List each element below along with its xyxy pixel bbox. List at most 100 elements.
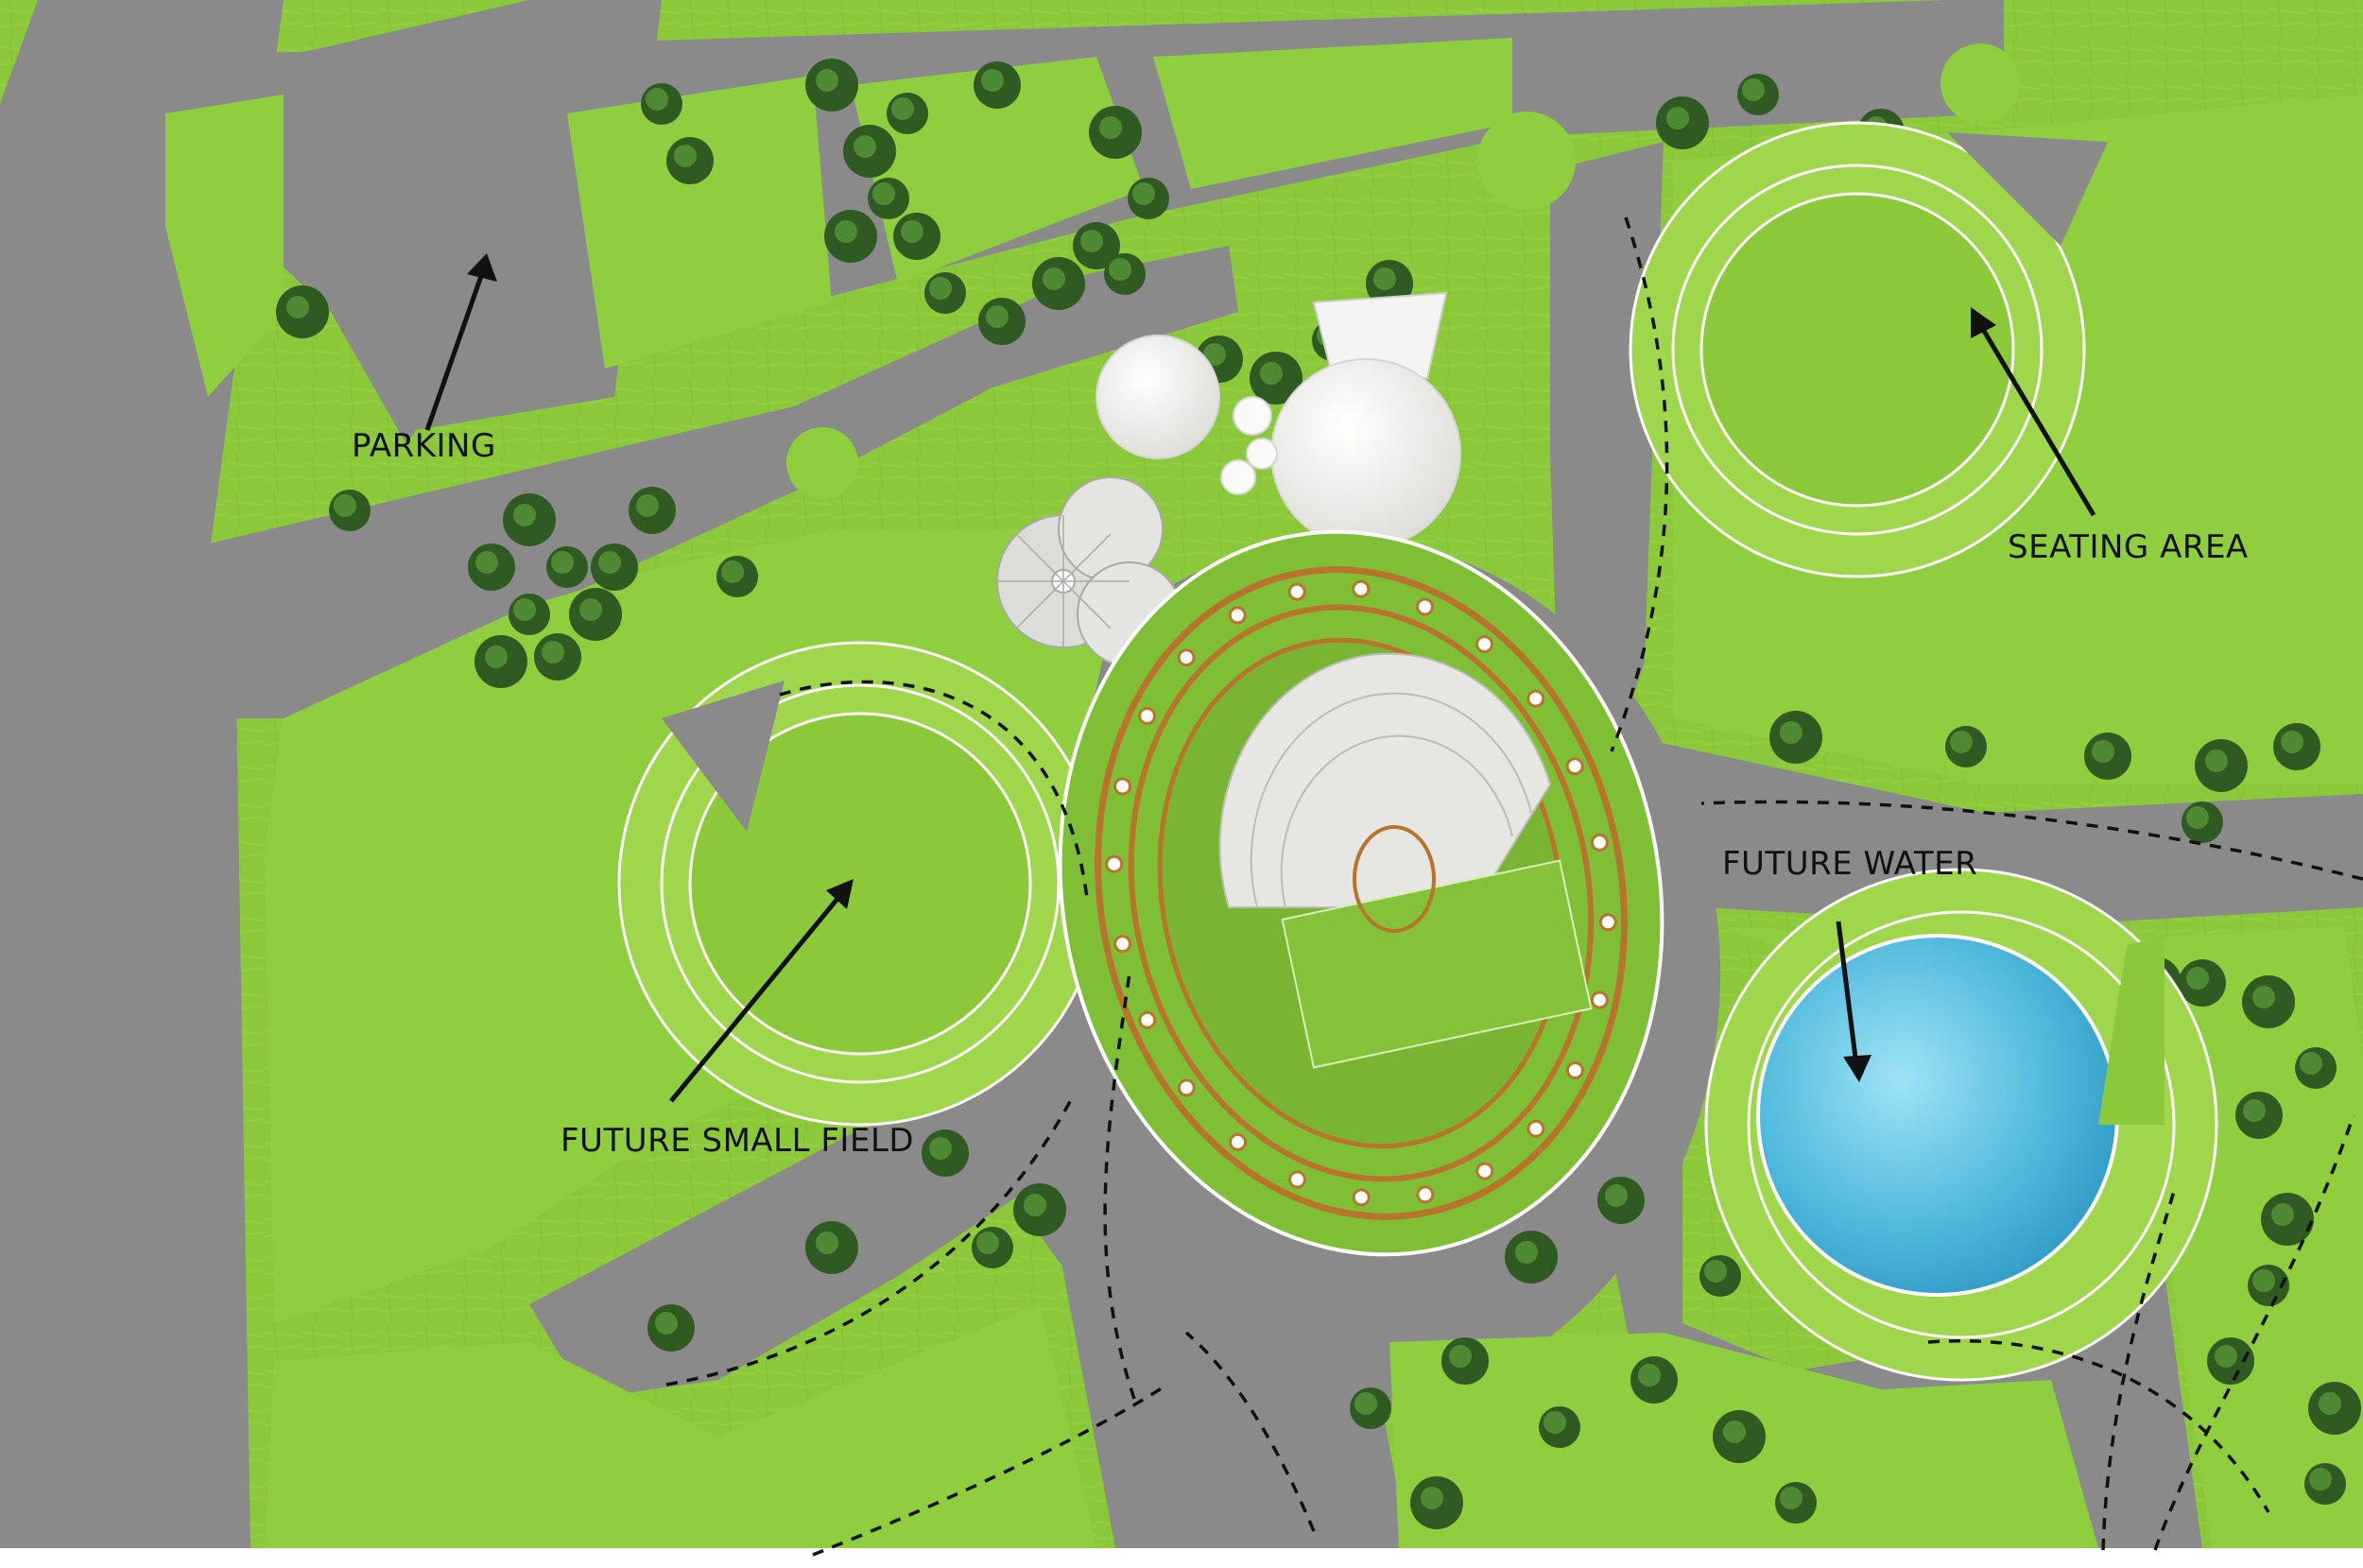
- tree-highlight: [1515, 1241, 1538, 1264]
- tree-highlight: [2300, 1052, 2322, 1075]
- dome-small-3: [1220, 459, 1256, 495]
- grass-block-n3: [1153, 38, 1512, 189]
- stadium-post: [1352, 579, 1371, 598]
- stadium-post: [1475, 635, 1493, 654]
- grass-block-sw: [265, 1304, 1096, 1548]
- path-parking-to-field: [779, 680, 1089, 899]
- stadium-post: [1287, 582, 1306, 601]
- tree-highlight: [1666, 107, 1689, 129]
- dome-small-2: [1246, 438, 1278, 470]
- tree-highlight: [334, 494, 356, 517]
- label-future-small-field: FUTURE SMALL FIELD: [561, 1122, 914, 1160]
- tree-highlight: [646, 88, 668, 111]
- tree-highlight: [2271, 1203, 2294, 1226]
- water-pool: [1756, 934, 2119, 1297]
- tree-highlight: [2186, 967, 2209, 990]
- grass-block-n1: [567, 76, 832, 369]
- tree-highlight: [976, 1232, 999, 1254]
- tree-highlight: [1780, 721, 1802, 744]
- tree-highlight: [1260, 362, 1283, 385]
- tree-highlight: [2092, 740, 2114, 763]
- label-parking: PARKING: [352, 427, 496, 465]
- circulation-paths: [665, 216, 2363, 1557]
- tree-highlight: [854, 135, 876, 158]
- stadium-post: [1526, 1119, 1545, 1138]
- tree-highlight: [513, 504, 536, 526]
- roundabout-island-ne: [1940, 43, 2020, 123]
- stadium-post: [1590, 991, 1609, 1009]
- access-road-west: [189, 246, 1238, 718]
- roundabout-island-north: [1477, 112, 1576, 210]
- tree-highlight: [2205, 750, 2228, 772]
- label-seating-area: SEATING AREA: [2008, 528, 2249, 566]
- grass-block-nw: [165, 95, 284, 397]
- tree-highlight: [929, 277, 952, 300]
- tree-highlight: [579, 598, 602, 621]
- tree-highlight: [1544, 1411, 1566, 1434]
- stadium-posts: [1105, 579, 1617, 1207]
- map-labels: PARKING SEATING AREA FUTURE WATER FUTURE…: [352, 427, 2249, 1160]
- tree-highlight: [901, 220, 923, 243]
- tree-highlight: [1638, 1364, 1661, 1387]
- tree-highlight: [816, 69, 838, 92]
- seating-area-ring: [1629, 121, 2108, 578]
- tree-highlight: [1354, 1392, 1377, 1415]
- tree-highlight: [1373, 267, 1396, 290]
- tree-highlight: [1043, 267, 1065, 290]
- tree-highlight: [986, 305, 1009, 328]
- tree-highlight: [1780, 1487, 1802, 1509]
- stadium-post: [1526, 689, 1545, 708]
- dome-medium: [1095, 335, 1220, 459]
- stadium-frame-outer: [1095, 566, 1628, 1220]
- tree-highlight: [1132, 182, 1155, 205]
- stadium-post: [1113, 935, 1132, 954]
- tree-highlight: [542, 641, 564, 663]
- tree-highlight: [1024, 1194, 1046, 1216]
- tree-highlight: [636, 494, 659, 517]
- tree-highlight: [835, 220, 857, 243]
- label-future-water: FUTURE WATER: [1722, 845, 1977, 883]
- stadium-post: [1565, 1061, 1584, 1079]
- tree-highlight: [1080, 230, 1103, 252]
- tree-highlight: [929, 1137, 952, 1160]
- stadium-post: [1228, 606, 1247, 625]
- stadium-post: [1565, 757, 1584, 776]
- tree-highlight: [475, 551, 498, 574]
- tree-highlight: [1203, 343, 1226, 366]
- tree-highlight: [2243, 1099, 2266, 1122]
- stadium-post: [1177, 648, 1196, 667]
- stadium-post: [1590, 833, 1609, 852]
- stadium-post: [1105, 854, 1124, 873]
- stadium-pitch: [1281, 859, 1593, 1069]
- tree-highlight: [1723, 1421, 1746, 1443]
- annotation-arrows: [424, 253, 2096, 1103]
- water-feature: [1704, 868, 2218, 1382]
- dome-large: [1270, 358, 1461, 549]
- tree-highlight: [1742, 78, 1765, 101]
- stadium-post: [1416, 597, 1434, 616]
- small-field-ring: [617, 641, 1103, 1127]
- tree-highlight: [891, 97, 914, 120]
- stadium-post: [1177, 1078, 1196, 1097]
- tree-highlight: [2319, 1392, 2341, 1415]
- stadium-post: [1416, 1185, 1435, 1204]
- tree-highlight: [485, 646, 508, 668]
- tree-highlight: [2309, 1468, 2332, 1490]
- tree-highlight: [674, 145, 697, 167]
- dome-small-1: [1233, 396, 1272, 436]
- tree-highlight: [1950, 731, 1973, 753]
- map-bottom-margin: [0, 1548, 2363, 1568]
- tree-highlight: [1605, 1184, 1628, 1207]
- roundabout-island-west: [786, 427, 858, 499]
- stadium-post: [1598, 913, 1617, 932]
- tree-highlight: [655, 1312, 678, 1335]
- highway-lane: [0, 0, 250, 1548]
- stadium-post: [1113, 777, 1132, 796]
- tree-highlight: [551, 551, 574, 574]
- stadium: [1058, 529, 1664, 1257]
- tree-highlight: [721, 560, 744, 583]
- tree-highlight: [513, 598, 536, 621]
- canopy-structures: [996, 291, 1461, 667]
- tree-highlight: [1704, 1260, 1727, 1283]
